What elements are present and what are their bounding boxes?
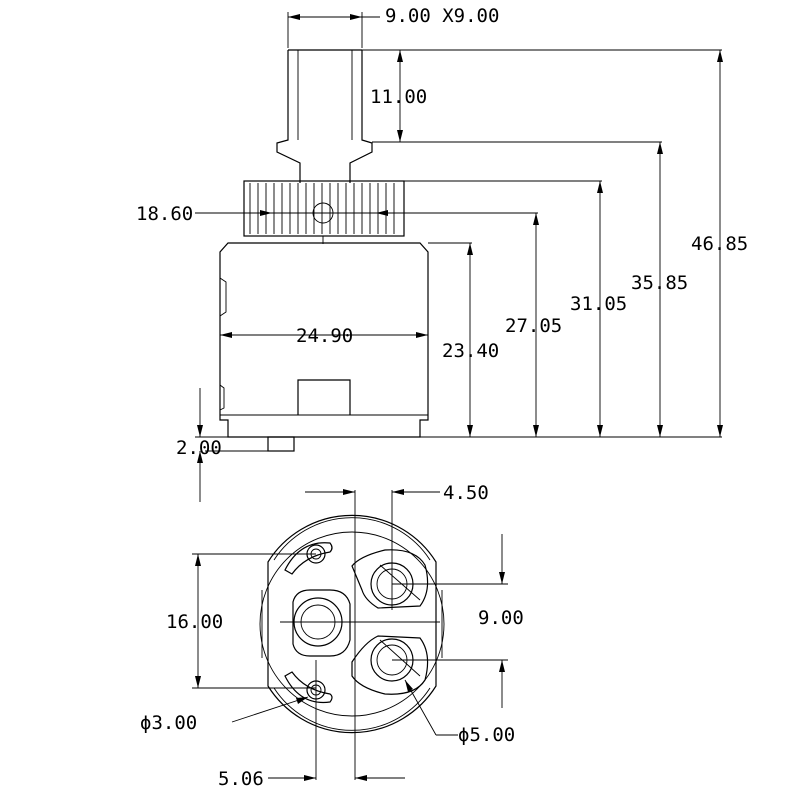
stem-height-label: 11.00 bbox=[370, 86, 427, 108]
spline-diameter-label: 18.60 bbox=[136, 203, 193, 225]
dim-hole-offset-top: 4.50 bbox=[305, 482, 489, 504]
dim-stem-size: 9.00 X9.00 bbox=[287, 5, 499, 48]
dim-port-diameter: ϕ5.00 bbox=[404, 679, 515, 746]
dim-stem-to-base: 35.85 bbox=[631, 142, 688, 437]
central-port bbox=[280, 589, 440, 657]
dim-spline-mid: 27.05 bbox=[505, 213, 562, 437]
dim-hole-spacing: 16.00 bbox=[166, 553, 316, 689]
hole-offset-top-label: 4.50 bbox=[443, 482, 489, 504]
dim-spline-top: 31.05 bbox=[570, 181, 627, 437]
body-height-label: 23.40 bbox=[442, 340, 499, 362]
dim-body-height: 23.40 bbox=[442, 243, 499, 437]
dim-spline-diameter: 18.60 bbox=[136, 203, 404, 225]
small-hole-top bbox=[284, 542, 333, 575]
hole-offset-bottom-label: 5.06 bbox=[218, 768, 264, 790]
overall-height-label: 46.85 bbox=[691, 233, 748, 255]
small-hole-diameter-label: ϕ3.00 bbox=[140, 712, 197, 734]
outlet-port-bottom bbox=[351, 635, 429, 695]
bottom-view: 4.50 16.00 9.00 ϕ3.00 bbox=[140, 482, 524, 790]
base-offset-label: 2.00 bbox=[176, 437, 222, 459]
dim-port-spacing: 9.00 bbox=[392, 534, 524, 708]
small-hole-bottom bbox=[284, 671, 333, 704]
port-diameter-label: ϕ5.00 bbox=[458, 724, 515, 746]
dim-body-diameter: 24.90 bbox=[220, 325, 428, 347]
dim-base-offset: 2.00 bbox=[176, 388, 228, 502]
spline-head bbox=[243, 180, 405, 244]
dim-stem-height: 11.00 bbox=[370, 50, 427, 142]
dim-hole-offset-bottom: 5.06 bbox=[218, 768, 405, 790]
spline-mid-label: 27.05 bbox=[505, 315, 562, 337]
body-diameter-label: 24.90 bbox=[296, 325, 353, 347]
stem-size-label: 9.00 X9.00 bbox=[385, 5, 499, 27]
base-outline bbox=[259, 514, 445, 734]
stem-to-base-label: 35.85 bbox=[631, 272, 688, 294]
extension-lines bbox=[205, 49, 722, 452]
hole-spacing-label: 16.00 bbox=[166, 611, 223, 633]
spline-top-label: 31.05 bbox=[570, 293, 627, 315]
side-view: 9.00 X9.00 11.00 46.85 bbox=[136, 5, 748, 502]
stem bbox=[276, 49, 373, 183]
dim-small-hole-diameter: ϕ3.00 bbox=[140, 696, 309, 734]
cartridge-body bbox=[219, 242, 429, 452]
dim-overall-height: 46.85 bbox=[691, 50, 748, 437]
port-spacing-label: 9.00 bbox=[478, 607, 524, 629]
